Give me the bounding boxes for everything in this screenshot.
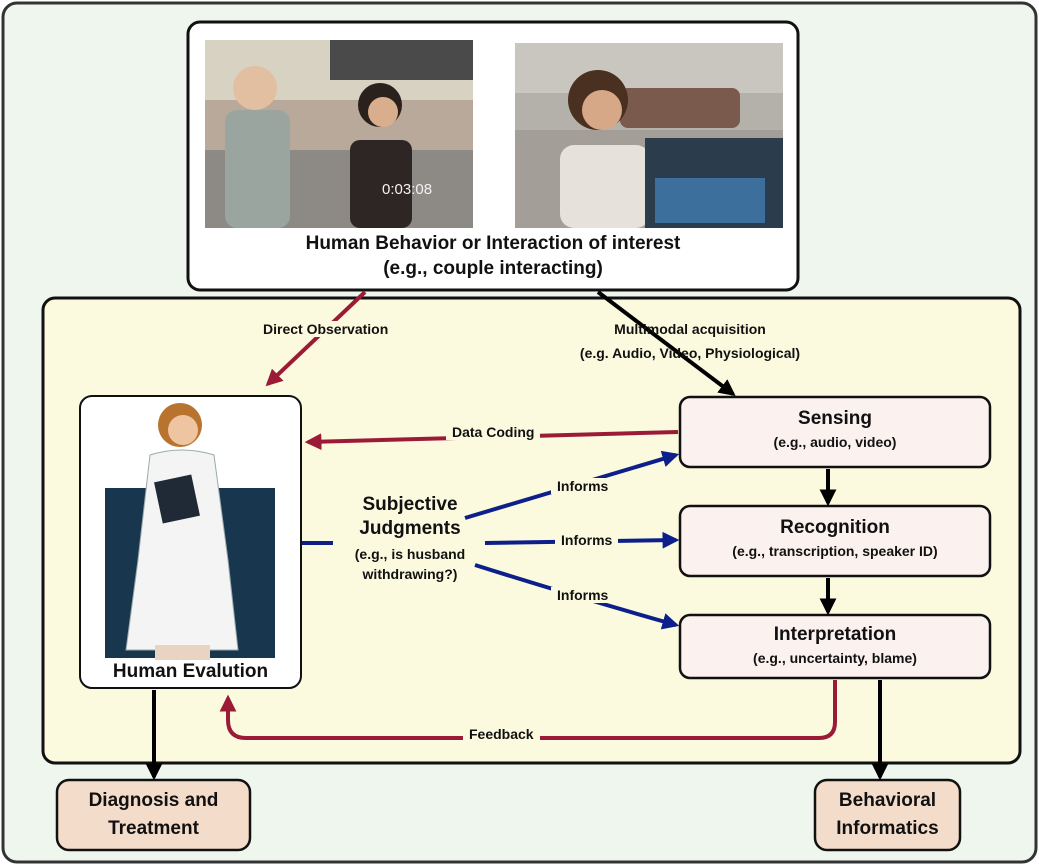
informs-recognition-label: Informs — [555, 532, 619, 548]
direct-observation-arrow — [265, 290, 367, 387]
direct-observation-label: Direct Observation — [257, 321, 395, 337]
informs-interpretation-label: Informs — [551, 587, 615, 603]
couple-photo: 0:03:08 — [205, 40, 473, 228]
child-photo — [515, 43, 783, 228]
feedback-label: Feedback — [463, 726, 540, 742]
sensing-box — [678, 395, 992, 469]
behavioral-line1: Behavioral — [838, 790, 937, 811]
subjective-line4: withdrawing?) — [362, 566, 458, 582]
behavior-subtitle: (e.g., couple interacting) — [383, 258, 603, 279]
recognition-title: Recognition — [780, 517, 890, 538]
subjective-line1: Subjective — [362, 494, 458, 515]
behavior-title: Human Behavior or Interaction of interes… — [305, 233, 681, 254]
multimodal-label: Multimodal acquisition — [614, 321, 766, 337]
photo-timestamp: 0:03:08 — [382, 181, 432, 198]
data-coding-label: Data Coding — [446, 424, 541, 440]
human-evaluation-label: Human Evalution — [112, 661, 269, 682]
subjective-line3: (e.g., is husband — [354, 546, 466, 562]
informs-sensing-label: Informs — [551, 478, 615, 494]
doctor-illustration — [105, 403, 275, 660]
diagnosis-line1: Diagnosis and — [88, 790, 219, 811]
sensing-sub: (e.g., audio, video) — [773, 434, 897, 450]
behavioral-line2: Informatics — [836, 818, 939, 839]
sensing-title: Sensing — [798, 408, 872, 429]
diagnosis-line2: Treatment — [108, 818, 199, 839]
acquisition-arrow — [596, 290, 736, 397]
subjective-line2: Judgments — [359, 518, 461, 539]
interpretation-title: Interpretation — [773, 624, 897, 645]
recognition-sub: (e.g., transcription, speaker ID) — [732, 543, 938, 559]
interpretation-sub: (e.g., uncertainty, blame) — [753, 650, 917, 666]
multimodal-sub-label: (e.g. Audio, Video, Physiological) — [579, 345, 801, 361]
